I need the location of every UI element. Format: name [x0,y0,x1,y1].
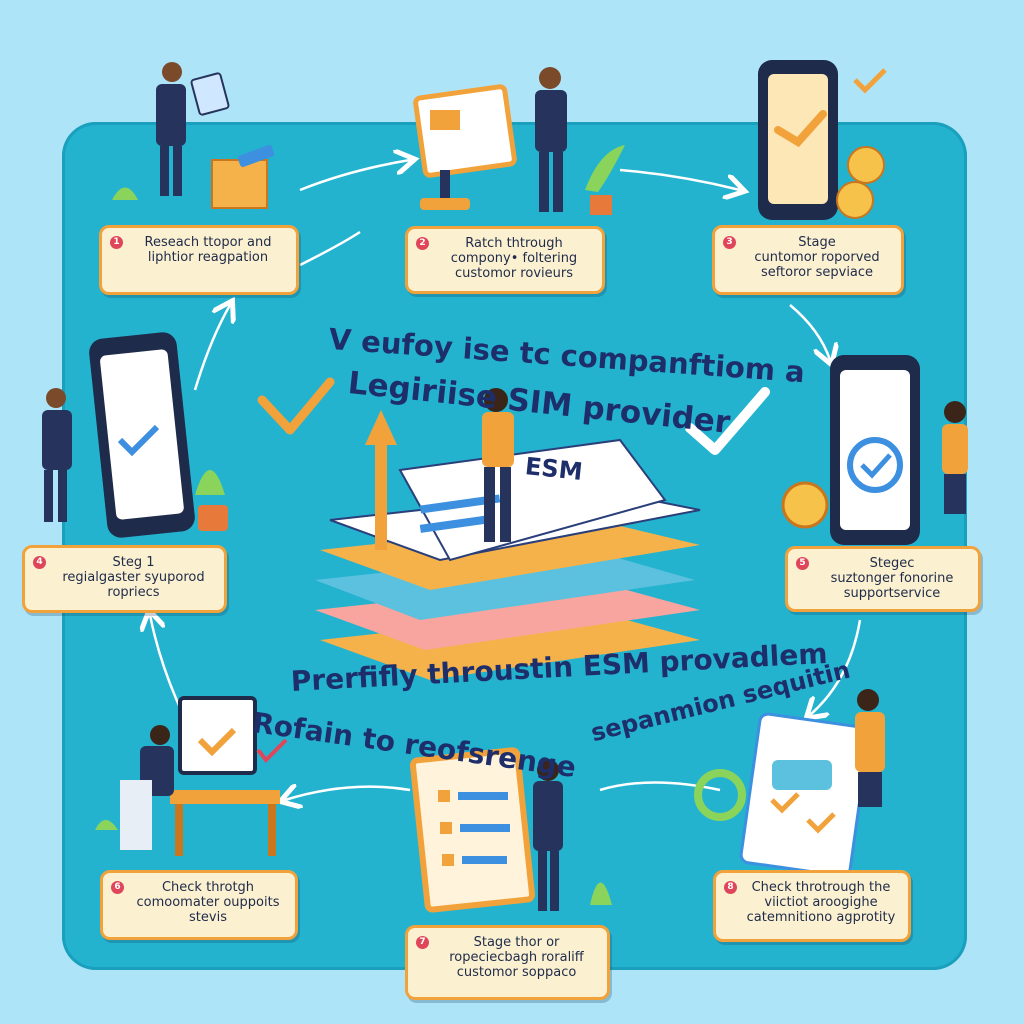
cycle-arrows [150,160,862,800]
step-label-line: cuntomor roporved [754,250,880,265]
step-label-register: 4 Steg 1 regialgaster syuporod ropriecs [22,545,227,613]
step-label-line: compony• foltering [450,251,578,266]
step-label-line: Ratch thtrough [465,236,563,251]
step-label-line: regialgaster syuporod [62,570,205,585]
researcher-figure [112,62,275,209]
step-label-line: Stage thor or [473,935,560,950]
step-label-reviews: 2 Ratch thtrough compony• foltering cust… [405,226,605,294]
arrow-4-up [193,305,230,391]
checklist-figure [409,747,612,913]
step-label-line: Stage [798,235,836,250]
step-number-badge: 2 [416,237,429,250]
arrow-1-to-2 [299,160,410,192]
support-phone-figure [781,355,968,545]
step-number-badge: 7 [416,936,429,949]
booklet-label: ESM [523,452,584,486]
arrow-7-to-6 [285,787,411,800]
arrow-8-to-7 [599,781,721,792]
step-label-support: 5 Stegec suztonger fonorine supportservi… [785,546,981,612]
step-label-line: Reseach ttopor and [144,235,272,250]
check-left-icon [257,377,335,435]
step-label-line: liphtior reagpation [147,250,269,265]
step-label-line: Check throtgh [161,880,255,895]
step-label-line: catemnitiono agprotity [746,910,896,925]
step-label-line: ropeciecbagh roraliff [449,950,584,965]
step-label-line: suztonger fonorine [830,571,954,586]
step-label-line: viictiot aroogighe [764,895,878,910]
step-label-line: comoomater ouppoits [136,895,280,910]
esm-booklet-stack [315,388,701,680]
step-number-badge: 6 [111,881,124,894]
arrow-5-down [810,619,862,715]
step-label-check-support: 6 Check throtgh comoomater ouppoits stev… [100,870,298,940]
step-label-line: ropriecs [107,585,160,600]
step-number-badge: 5 [796,557,809,570]
step-label-line: Stegec [869,556,915,571]
step-label-line: seftoror sepviace [760,265,874,280]
step-label-check-approval: 8 Check throtrough the viictiot aroogigh… [713,870,911,942]
approval-panel-figure [694,689,885,878]
step-label-service: 3 Stage cuntomor roporved seftoror sepvi… [712,225,904,295]
desk-monitor-figure [95,696,288,856]
reviews-monitor-figure [413,67,625,215]
register-phone-figure [42,332,228,538]
step-label-line: supportservice [843,586,941,601]
step-label-line: Steg 1 [112,555,155,570]
step-label-line: customor rovieurs [455,266,573,281]
step-number-badge: 8 [724,881,737,894]
step-label-line: stevis [189,910,227,925]
arrow-2-to-3 [619,168,740,190]
step-label-line: customor soppaco [456,965,577,980]
phone-badge-figure [758,60,887,220]
step-label-line: Check throtrough the [751,880,891,895]
arrow-3-down [789,304,830,360]
step-label-research: 1 Reseach ttopor and liphtior reagpation [99,225,299,295]
step-number-badge: 1 [110,236,123,249]
step-number-badge: 3 [723,236,736,249]
arrow-to-1 [299,230,361,267]
step-number-badge: 4 [33,556,46,569]
step-label-stage-customer: 7 Stage thor or ropeciecbagh roraliff cu… [405,925,610,1000]
check-right-icon [685,387,770,455]
